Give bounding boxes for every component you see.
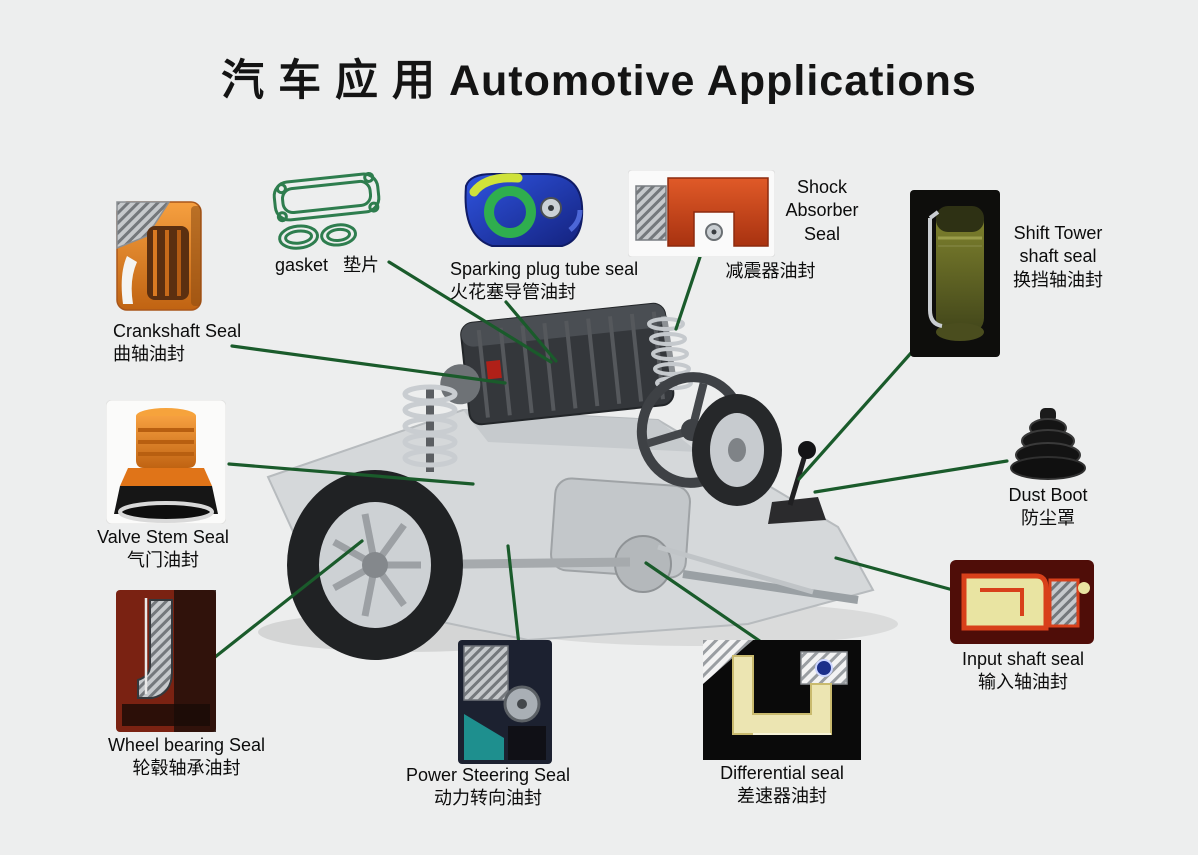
- input-shaft-seal-illustration: [950, 560, 1094, 644]
- gasket-label-en: gasket: [274, 255, 329, 275]
- spark-plug-tube-seal-label: Sparking plug tube seal 火花塞导管油封: [450, 258, 640, 305]
- input-shaft-seal-label: Input shaft seal 输入轴油封: [948, 648, 1098, 695]
- shock-absorber-seal-label-en: Shock Absorber Seal: [785, 177, 859, 244]
- crankshaft-seal-illustration: [116, 201, 202, 311]
- valve-stem-seal-label: Valve Stem Seal 气门油封: [88, 526, 238, 573]
- wheel-bearing-seal-label: Wheel bearing Seal 轮毂轴承油封: [94, 734, 279, 781]
- valve-stem-seal-illustration: [106, 400, 226, 524]
- dust-boot-label: Dust Boot 防尘罩: [998, 484, 1098, 531]
- crankshaft-seal-label: Crankshaft Seal 曲轴油封: [113, 320, 283, 367]
- power-steering-seal-label: Power Steering Seal 动力转向油封: [390, 764, 586, 811]
- spark-plug-tube-seal-label-zh: 火花塞导管油封: [450, 282, 576, 303]
- shift-tower-shaft-seal-label-zh: 换挡轴油封: [1013, 269, 1103, 290]
- differential-seal-label: Differential seal 差速器油封: [698, 762, 866, 809]
- input-shaft-seal-label-zh: 输入轴油封: [978, 672, 1068, 693]
- page-title: 汽 车 应 用 Automotive Applications: [221, 57, 977, 105]
- wheel-bearing-seal-label-zh: 轮毂轴承油封: [132, 758, 241, 779]
- differential-seal-label-en: Differential seal: [720, 763, 844, 783]
- shock-absorber-seal-label-zh: 减震器油封: [725, 261, 816, 281]
- crankshaft-seal-label-zh: 曲轴油封: [113, 344, 185, 365]
- input-shaft-seal-label-en: Input shaft seal: [961, 649, 1085, 669]
- power-steering-seal-label-zh: 动力转向油封: [434, 788, 542, 809]
- gasket-label-zh: 垫片: [343, 255, 380, 275]
- power-steering-seal-label-en: Power Steering Seal: [405, 765, 571, 785]
- dust-boot-label-zh: 防尘罩: [1021, 508, 1075, 529]
- differential-seal-illustration: [703, 640, 861, 760]
- wheel-bearing-seal-label-en: Wheel bearing Seal: [107, 735, 266, 755]
- shift-tower-shaft-seal-label-en: Shift Tower shaft seal: [1013, 223, 1103, 267]
- crankshaft-seal-label-en: Crankshaft Seal: [113, 321, 242, 341]
- car-cutaway-illustration: [258, 302, 898, 660]
- valve-stem-seal-label-zh: 气门油封: [127, 550, 199, 571]
- power-steering-seal-illustration: [458, 640, 552, 764]
- spark-plug-tube-seal-illustration: [464, 173, 584, 247]
- spark-plug-tube-seal-label-en: Sparking plug tube seal: [450, 259, 639, 279]
- dust-boot-label-en: Dust Boot: [1008, 485, 1088, 505]
- differential-seal-label-zh: 差速器油封: [737, 786, 827, 807]
- gasket-label: gasket 垫片: [252, 254, 402, 277]
- wheel-bearing-seal-illustration: [116, 590, 216, 732]
- shock-absorber-seal-illustration: [628, 170, 775, 257]
- shift-tower-shaft-seal-illustration: [910, 190, 1000, 357]
- dust-boot-illustration: [1010, 408, 1086, 480]
- valve-stem-seal-label-en: Valve Stem Seal: [97, 527, 229, 547]
- shift-tower-shaft-seal-label: Shift Tower shaft seal 换挡轴油封: [998, 222, 1118, 292]
- gasket-illustration: [272, 171, 381, 250]
